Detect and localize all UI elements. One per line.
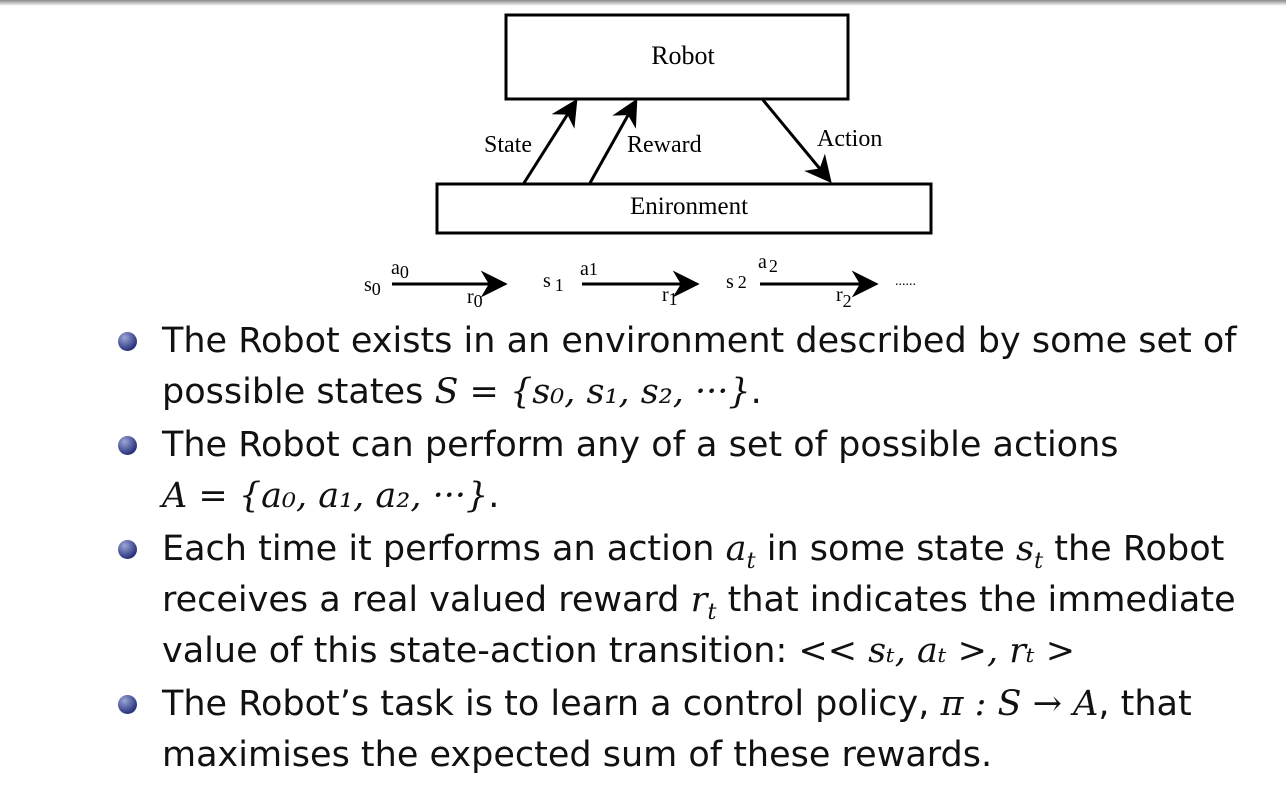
action-arrow [761, 99, 832, 184]
bullet-item-2: The Robot can perform any of a set of po… [118, 420, 1258, 522]
bullet-list: The Robot exists in an environment descr… [118, 316, 1258, 783]
bullet-1-suffix: . [750, 372, 762, 412]
bullet-dot-icon [118, 436, 137, 455]
bullet-3-line-2b: that indicates the immediate [716, 580, 1236, 620]
bullet-4-text-2: , that [1098, 684, 1192, 724]
action-label: Action [817, 126, 882, 152]
state-label: State [484, 132, 532, 158]
robot-label: Robot [651, 41, 715, 70]
seq-r2: r2 [836, 284, 852, 311]
bullet-4-text-1: The Robot’s task is to learn a control p… [162, 684, 941, 724]
transition-math: << sₜ, aₜ >, rₜ > [798, 631, 1076, 671]
reward-arrow [588, 98, 638, 184]
bullet-3-text-3: the Robot [1043, 529, 1225, 569]
bullet-1-line-2-prefix: possible states [162, 372, 435, 412]
bullet-3-line-3a: value of this state-action transition: [162, 631, 799, 671]
rl-diagram: Robot Enironment State Reward Action s0 … [364, 13, 933, 311]
bullet-2-line-1: The Robot can perform any of a set of po… [162, 425, 1119, 465]
policy-math: π : S → A [940, 684, 1099, 724]
bullet-item-4: The Robot’s task is to learn a control p… [118, 679, 1258, 781]
seq-ellipsis: ...... [895, 274, 916, 289]
seq-r0: r0 [467, 286, 483, 311]
state-st-math: st [1016, 529, 1044, 574]
top-bar [0, 0, 1286, 6]
actions-set-math: A = {a₀, a₁, a₂, ···} [162, 476, 489, 516]
bullet-3-text-1: Each time it performs an action [162, 529, 726, 569]
seq-a1: a1 [580, 258, 598, 280]
seq-s0: s0 [364, 274, 381, 299]
states-set-math: S = {s₀, s₁, s₂, ···} [434, 372, 751, 412]
bullet-3-line-2a: receives a real valued reward [162, 580, 691, 620]
reward-label: Reward [627, 132, 702, 158]
seq-a0: a0 [391, 257, 409, 282]
robot-box [504, 13, 850, 101]
bullet-dot-icon [118, 332, 137, 351]
bullet-2-suffix: . [488, 476, 500, 516]
bullet-1-line-1: The Robot exists in an environment descr… [162, 321, 1237, 361]
bullet-4-line-2: maximises the expected sum of these rewa… [162, 735, 993, 775]
seq-r1: r1 [662, 284, 678, 309]
environment-box [435, 182, 933, 235]
bullet-dot-icon [118, 695, 137, 714]
bullet-item-3: Each time it performs an action at in so… [118, 524, 1258, 677]
state-arrow [522, 98, 578, 184]
bullet-dot-icon [118, 540, 137, 559]
action-at-math: at [725, 529, 756, 574]
bullet-3-text-2: in some state [755, 529, 1016, 569]
environment-label: Enironment [630, 193, 748, 220]
reward-rt-math: rt [690, 580, 717, 625]
bullet-item-1: The Robot exists in an environment descr… [118, 316, 1258, 418]
